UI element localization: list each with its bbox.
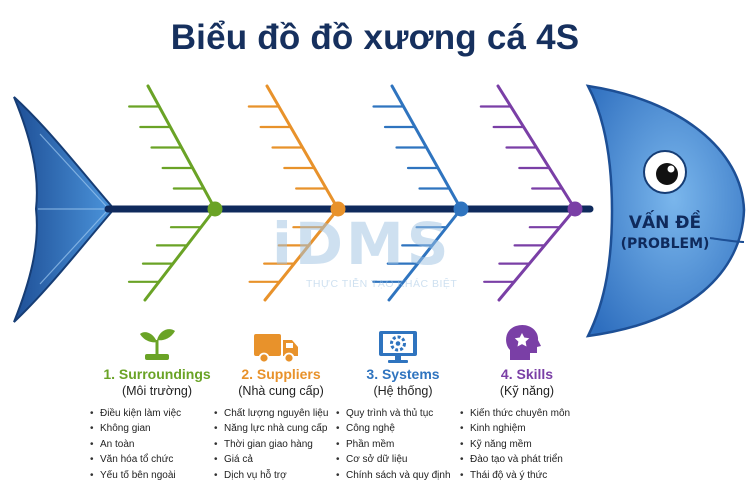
list-item: An toàn <box>90 437 232 452</box>
rib-lower <box>263 207 340 302</box>
category-skills: 4. Skills (Kỹ năng) Kiến thức chuyên môn… <box>452 328 602 483</box>
computer-gear-icon <box>379 331 417 363</box>
category-items: Chất lượng nguyên liệu Năng lực nhà cung… <box>206 406 356 483</box>
list-item: Kỹ năng mềm <box>460 437 602 452</box>
list-item: Điều kiện làm việc <box>90 406 232 421</box>
rib-lower <box>143 207 217 302</box>
list-item: Văn hóa tổ chức <box>90 452 232 467</box>
list-item: Chính sách và quy định <box>336 468 478 483</box>
rib-lower <box>497 207 577 302</box>
category-systems: 3. Systems (Hệ thống) Quy trình và thủ t… <box>328 328 478 483</box>
category-title: 2. Suppliers <box>241 366 321 382</box>
category-items: Kiến thức chuyên môn Kinh nghiệm Kỹ năng… <box>452 406 602 483</box>
problem-label: VẤN ĐỀ <box>628 213 702 233</box>
list-item: Công nghệ <box>336 421 478 436</box>
list-item: Không gian <box>90 421 232 436</box>
category-subtitle: (Môi trường) <box>121 384 193 398</box>
watermark-logo: iDMS <box>272 210 452 278</box>
list-item: Cơ sở dữ liệu <box>336 452 478 467</box>
list-item: Yếu tố bên ngoài <box>90 468 232 483</box>
list-item: Chất lượng nguyên liệu <box>214 406 356 421</box>
list-item: Kiến thức chuyên môn <box>460 406 602 421</box>
rib-lower <box>387 207 463 302</box>
list-item: Dịch vụ hỗ trợ <box>214 468 356 483</box>
category-subtitle: (Kỹ năng) <box>499 384 555 398</box>
category-items: Điều kiện làm việc Không gian An toàn Vă… <box>82 406 232 483</box>
category-title: 4. Skills <box>500 366 554 382</box>
fish-eye-icon <box>643 150 687 194</box>
problem-sublabel: (PROBLEM) <box>620 236 710 252</box>
watermark-tagline: THỰC TIỄN TẠO KHÁC BIỆT <box>306 278 458 290</box>
category-title: 3. Systems <box>366 366 440 382</box>
category-suppliers: 2. Suppliers (Nhà cung cấp) Chất lượng n… <box>206 328 356 483</box>
fish-tail <box>13 96 116 323</box>
list-item: Quy trình và thủ tục <box>336 406 478 421</box>
category-title: 1. Surroundings <box>103 366 211 382</box>
junction-node <box>330 201 346 217</box>
list-item: Kinh nghiệm <box>460 421 602 436</box>
diagram-title: Biểu đồ đồ xương cá 4S <box>170 18 580 57</box>
junction-node <box>207 201 223 217</box>
list-item: Thời gian giao hàng <box>214 437 356 452</box>
fish-head <box>585 84 746 338</box>
category-subtitle: (Hệ thống) <box>373 384 433 398</box>
category-surroundings: 1. Surroundings (Môi trường) Điều kiện l… <box>82 328 232 483</box>
junction-node <box>567 201 583 217</box>
list-item: Đào tạo và phát triển <box>460 452 602 467</box>
plant-icon <box>140 329 175 360</box>
category-subtitle: (Nhà cung cấp) <box>238 384 324 398</box>
list-item: Giá cả <box>214 452 356 467</box>
list-item: Phần mềm <box>336 437 478 452</box>
list-item: Năng lực nhà cung cấp <box>214 421 356 436</box>
list-item: Thái độ và ý thức <box>460 468 602 483</box>
category-items: Quy trình và thủ tục Công nghệ Phần mềm … <box>328 406 478 483</box>
junction-node <box>453 201 469 217</box>
truck-icon <box>254 334 298 364</box>
head-star-icon <box>506 324 541 360</box>
